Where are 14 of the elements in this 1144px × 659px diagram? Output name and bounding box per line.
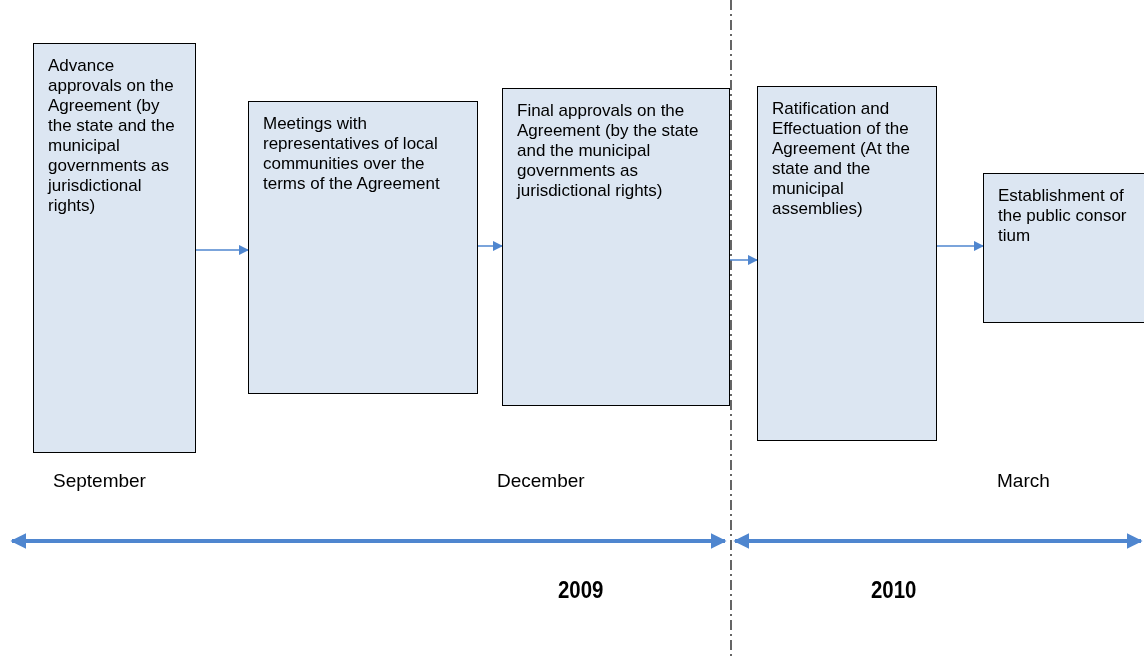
- process-box: Meetings with representatives of local communities over the terms of the Agreement: [248, 101, 478, 394]
- month-label: December: [497, 470, 585, 492]
- process-box: Advance approvals on the Agreement (by the state and the municipal governments as jurisdictional rights): [33, 43, 196, 453]
- process-box: Final approvals on the Agreement (by the state and the municipal governments as jurisdictional rights): [502, 88, 730, 406]
- arrow: [936, 240, 985, 252]
- arrow: [195, 244, 250, 256]
- arrow: [477, 240, 504, 252]
- month-label: September: [53, 470, 146, 492]
- process-box: Ratification and Effectuation of the Agreement (At the state and the municipal assemblies): [757, 86, 937, 441]
- arrow: [729, 254, 759, 266]
- process-box: Establishment of the public consortium: [983, 173, 1144, 323]
- year-label: 2010: [871, 576, 917, 604]
- year-label: 2009: [558, 576, 604, 604]
- month-label: March: [997, 470, 1050, 492]
